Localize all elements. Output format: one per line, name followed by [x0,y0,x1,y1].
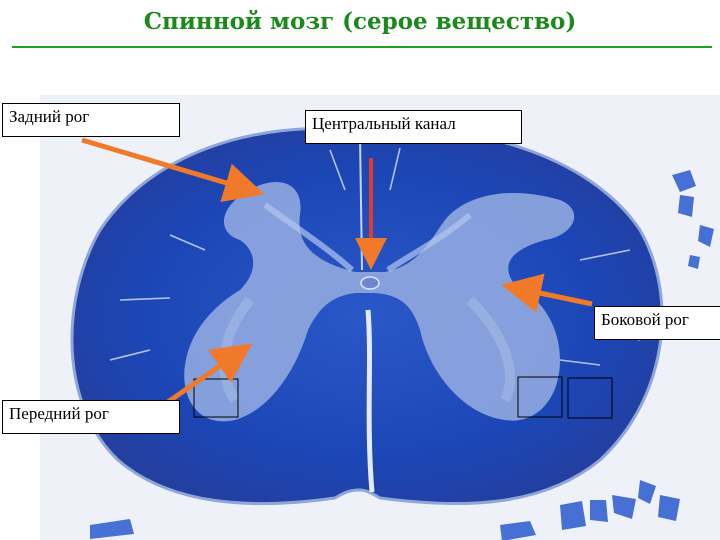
pia-fragments [90,170,714,540]
region-box-right-1 [517,376,563,418]
region-box-right-2 [567,377,613,419]
label-posterior-horn: Задний рог [2,103,180,137]
label-lateral-horn: Боковой рог [594,306,720,340]
gray-matter [184,182,575,422]
central-canal [360,276,380,290]
slide-title: Спинной мозг (серое вещество) [143,8,577,35]
arrow-lateral-horn [501,273,593,313]
label-central-canal: Центральный канал [305,110,522,144]
arrow-posterior-horn [81,137,265,203]
label-anterior-horn: Передний рог [2,400,180,434]
title-underline [12,46,712,48]
